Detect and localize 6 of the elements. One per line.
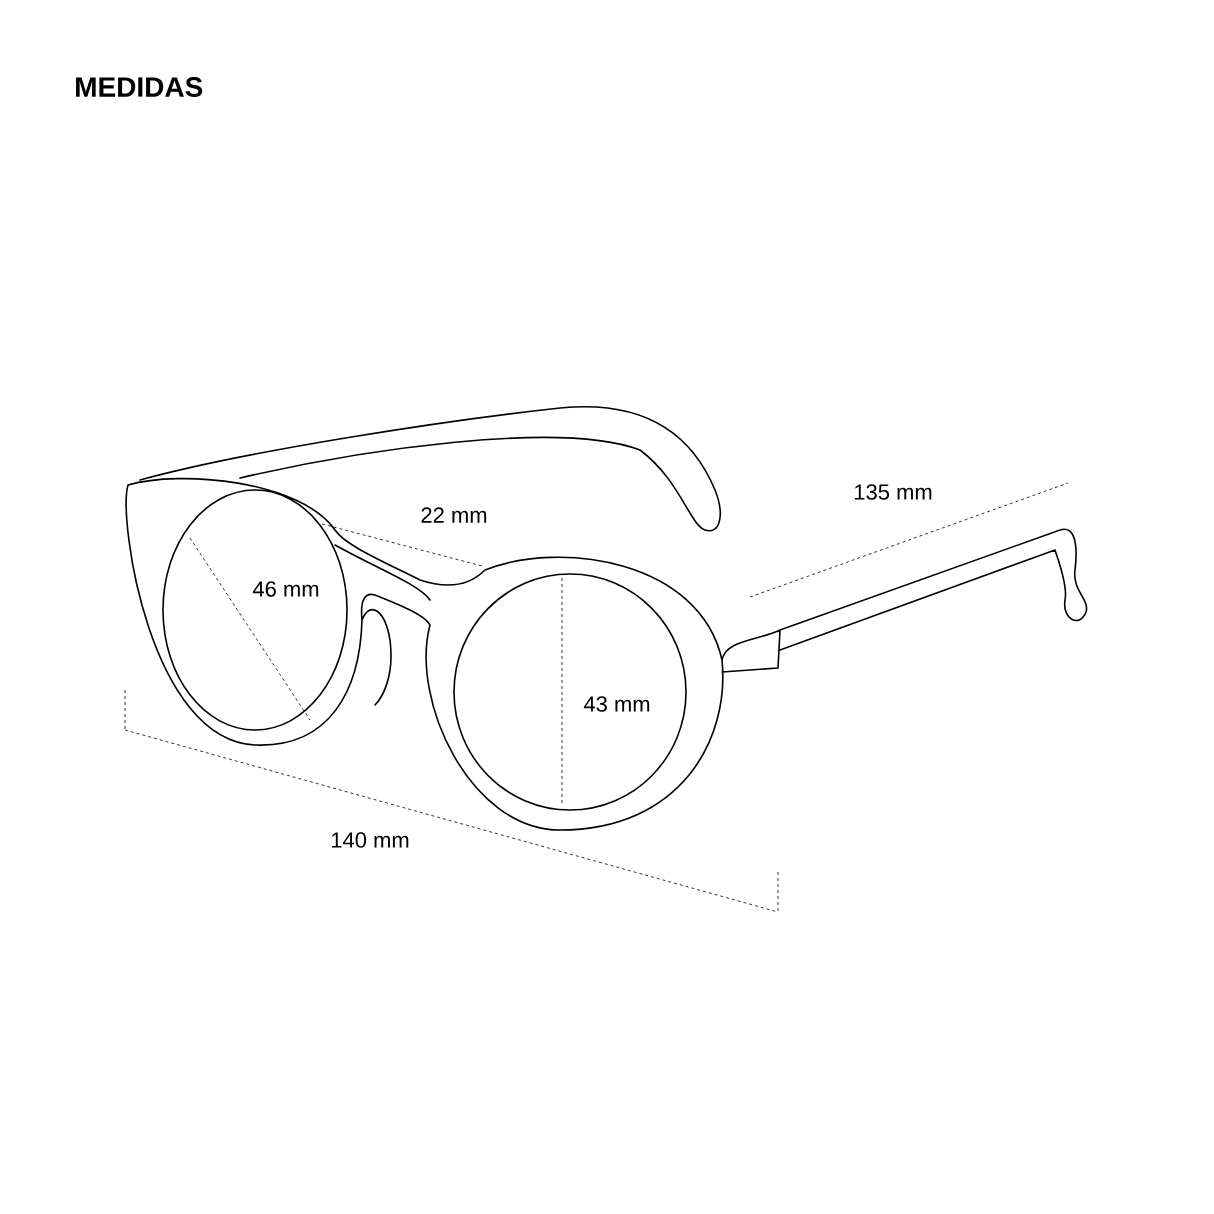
dimension-label: 22 mm	[419, 506, 489, 524]
dimension-label: 140 mm	[329, 831, 411, 849]
dimension-label: 43 mm	[582, 695, 652, 713]
title: MEDIDAS	[76, 77, 203, 97]
dimension-label: 135 mm	[852, 483, 934, 501]
dimension-label: 46 mm	[251, 580, 321, 598]
